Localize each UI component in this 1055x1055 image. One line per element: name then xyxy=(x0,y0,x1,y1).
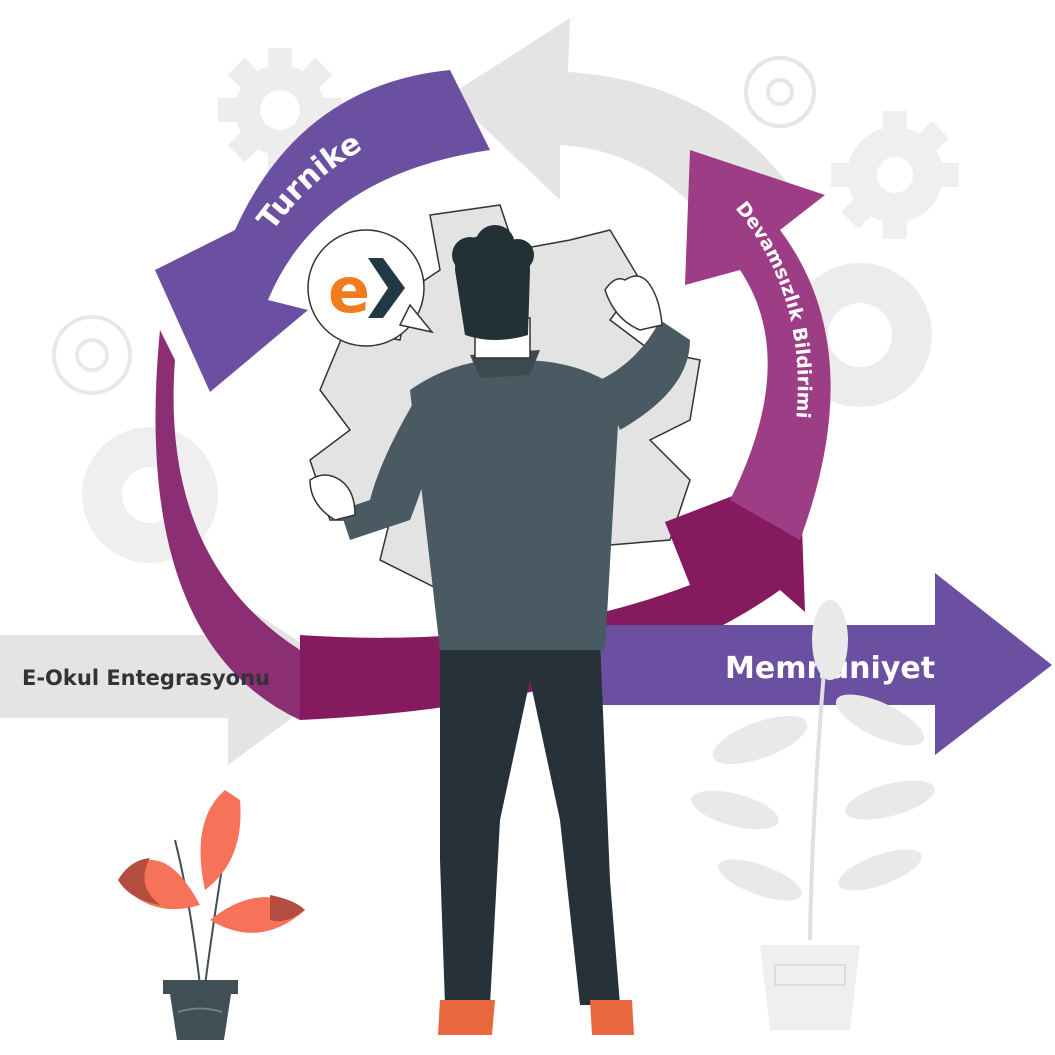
left-plant xyxy=(118,790,305,1040)
logo-letter: e xyxy=(328,254,370,327)
left-cycle-arrow xyxy=(155,330,300,720)
top-cycle-arrow xyxy=(155,70,490,392)
right-cycle-arrow xyxy=(685,150,831,540)
label-e-okul-entegrasyonu: E-Okul Entegrasyonu xyxy=(22,666,270,690)
background-gear-icon xyxy=(831,111,959,239)
label-akilli-tahta-kilidi: Akıllı Tahta Kilidi xyxy=(224,409,296,578)
background-gear-icon xyxy=(52,315,132,395)
logo-chevron-icon xyxy=(368,258,405,318)
brand-logo: e xyxy=(307,229,434,347)
right-plant xyxy=(691,599,935,1030)
background-gear-icon xyxy=(744,56,816,128)
person-figure xyxy=(309,225,690,1035)
bottom-cycle-arrow xyxy=(300,470,805,720)
